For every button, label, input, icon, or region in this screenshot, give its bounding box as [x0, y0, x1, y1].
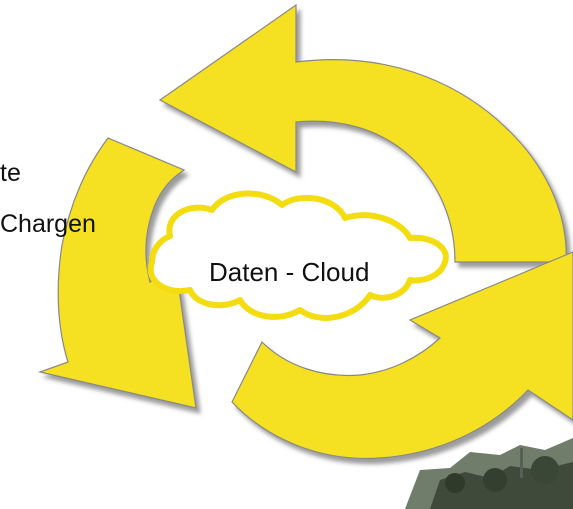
side-label-chargen: Chargen [0, 210, 96, 238]
left-arrow [37, 137, 197, 409]
cloud-label: Daten - Cloud [209, 257, 370, 287]
side-label-te: te [0, 159, 21, 187]
top-arrow [158, 3, 567, 263]
bottom-arrow [231, 251, 573, 460]
cloud-outline [147, 190, 449, 321]
photo-strip [405, 438, 573, 509]
